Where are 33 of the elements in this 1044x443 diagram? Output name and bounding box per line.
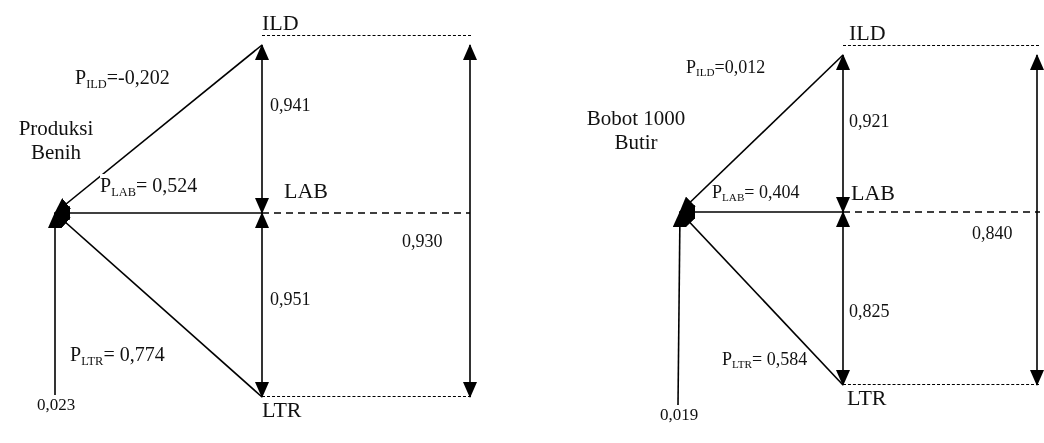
arrow	[679, 205, 844, 219]
variable-label: ILD	[262, 10, 299, 36]
edge-label: 0,825	[849, 302, 890, 322]
arrow	[54, 44, 263, 214]
double-arrow	[836, 211, 850, 386]
variable-label: Produksi Benih	[17, 116, 95, 165]
double-arrow	[463, 44, 477, 398]
edge-label: 0,921	[849, 112, 890, 132]
variable-label: ILD	[849, 20, 886, 46]
arrow	[48, 212, 62, 396]
arrow	[679, 211, 844, 386]
double-arrow	[255, 44, 269, 214]
arrow	[672, 211, 687, 406]
edge-label: 0,840	[972, 224, 1013, 244]
arrow	[679, 54, 844, 213]
double-arrow	[1030, 54, 1044, 386]
variable-label: Bobot 1000 Butir	[585, 106, 687, 155]
edge-label: 0,951	[270, 290, 311, 310]
variable-label: 0,023	[36, 395, 76, 415]
variable-label: LTR	[262, 397, 302, 423]
edge-label: P$_{ILD}$=0,012	[686, 58, 766, 79]
edge-label: 0,941	[270, 96, 311, 116]
variable-label: LAB	[284, 178, 328, 204]
double-arrow	[836, 54, 850, 213]
edge-label: 0,930	[402, 232, 443, 252]
variable-label: LTR	[847, 385, 887, 411]
arrow	[54, 212, 263, 398]
variable-label: 0,019	[659, 405, 699, 425]
double-arrow	[255, 212, 269, 398]
edge-label: P$_{LAB}$= 0,404	[712, 183, 800, 204]
variable-label: LAB	[851, 180, 895, 206]
arrow	[54, 206, 263, 220]
edge-label: P$_{LTR}$= 0,584	[722, 350, 808, 371]
